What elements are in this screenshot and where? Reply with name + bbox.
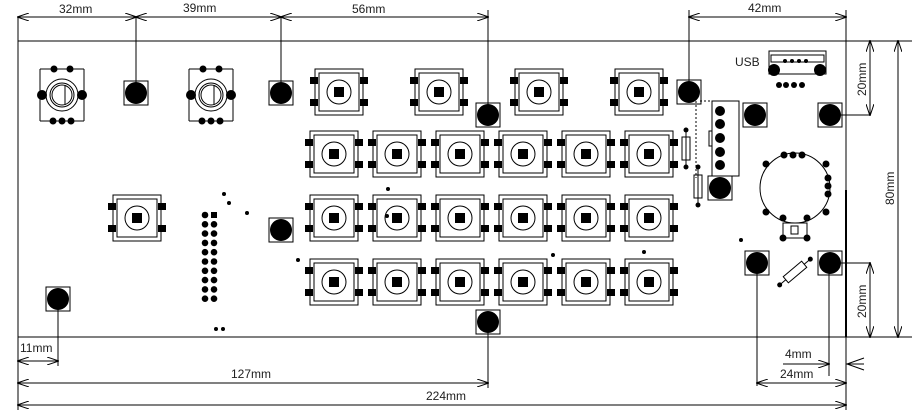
dim-label-32mm: 32mm (59, 2, 92, 16)
key-switch (609, 68, 669, 116)
key-switch (409, 68, 469, 116)
key-switch (430, 194, 490, 242)
header-pin (210, 267, 218, 275)
dim-label-24mm: 24mm (780, 367, 813, 381)
dimension-right: 20mm 80mm 20mm (830, 41, 898, 337)
connector-pin (789, 151, 797, 159)
dim-label-20mm-bottom: 20mm (855, 285, 869, 318)
header-pin (210, 276, 218, 284)
dim-label-11mm: 11mm (20, 341, 52, 355)
connector-pin (824, 190, 832, 198)
header-pin (201, 211, 209, 219)
vias (214, 187, 743, 331)
header-pin (210, 295, 218, 303)
header-pin (210, 230, 218, 237)
mounting-hole (123, 80, 149, 106)
dimension-top: 32mm 39mm 56mm 42mm (18, 1, 846, 115)
key-switch (430, 258, 490, 306)
connector-5pin (708, 100, 740, 177)
header-pin (201, 267, 209, 275)
connector-pin (779, 214, 787, 222)
key-switch (430, 130, 490, 178)
dim-label-224mm: 224mm (426, 389, 466, 403)
connector-pin (803, 214, 811, 222)
pin-header (201, 211, 218, 303)
key-switch (619, 258, 679, 306)
connector-pin (798, 151, 806, 159)
key-switch (309, 68, 369, 116)
dim-label-80mm: 80mm (883, 172, 897, 205)
key-switch (367, 130, 427, 178)
key-switch (367, 258, 427, 306)
mounting-hole (268, 80, 294, 106)
key-switch (304, 130, 364, 178)
key-switch (493, 130, 553, 178)
header-pin (210, 258, 218, 265)
dim-label-42mm: 42mm (748, 1, 781, 15)
mounting-hole (744, 250, 770, 276)
mounting-hole (45, 286, 71, 312)
connector-pin (824, 182, 832, 190)
key-switch (304, 194, 364, 242)
mounting-hole (817, 102, 843, 128)
dim-label-56mm: 56mm (352, 2, 385, 16)
mounting-hole (475, 309, 501, 335)
key-switch (493, 194, 553, 242)
header-pin (201, 230, 209, 237)
dim-label-4mm: 4mm (785, 347, 812, 361)
header-pin (201, 239, 209, 247)
header-pin (201, 276, 209, 284)
mounting-hole (817, 250, 843, 276)
key-switch (509, 68, 569, 116)
header-pin (201, 248, 209, 256)
resistors (681, 100, 813, 288)
header-pin (201, 221, 209, 228)
key-switch (556, 130, 616, 178)
dim-label-20mm-top: 20mm (855, 63, 869, 96)
dim-label-127mm: 127mm (231, 367, 271, 381)
header-pin (210, 286, 218, 293)
connector-pin (780, 151, 788, 159)
key-switch (493, 258, 553, 306)
mounting-hole (268, 217, 294, 243)
connector-pin (762, 160, 770, 168)
header-pin (201, 295, 209, 303)
key-switch (556, 258, 616, 306)
mounting-hole (707, 175, 733, 201)
dimension-bottom: 11mm 127mm 224mm 4mm 24mm (18, 263, 865, 405)
connector-pin (822, 160, 830, 168)
key-switch-extra (107, 194, 167, 242)
connector-pin (803, 234, 811, 242)
key-switch (556, 194, 616, 242)
key-switch (304, 258, 364, 306)
key-switch (619, 194, 679, 242)
mounting-hole (676, 79, 702, 105)
mounting-hole (742, 102, 768, 128)
rotary-encoder-1 (36, 65, 88, 125)
switch-grid (304, 130, 679, 306)
connector-pin (824, 174, 832, 182)
header-pin (210, 239, 218, 247)
header-pin (210, 221, 218, 228)
key-switch (619, 130, 679, 178)
usb-connector: USB (735, 50, 827, 88)
round-connector (759, 151, 832, 242)
header-pin (210, 248, 218, 256)
connector-pin (822, 208, 830, 216)
header-pin (201, 286, 209, 293)
rotary-encoder-2 (185, 65, 237, 125)
dim-label-39mm: 39mm (183, 1, 216, 15)
connector-pin (762, 208, 770, 216)
header-pin (201, 258, 209, 265)
header-pin (211, 212, 217, 218)
usb-label: USB (735, 55, 760, 69)
key-switch (367, 194, 427, 242)
mounting-hole (475, 102, 501, 128)
connector-pin (779, 234, 787, 242)
